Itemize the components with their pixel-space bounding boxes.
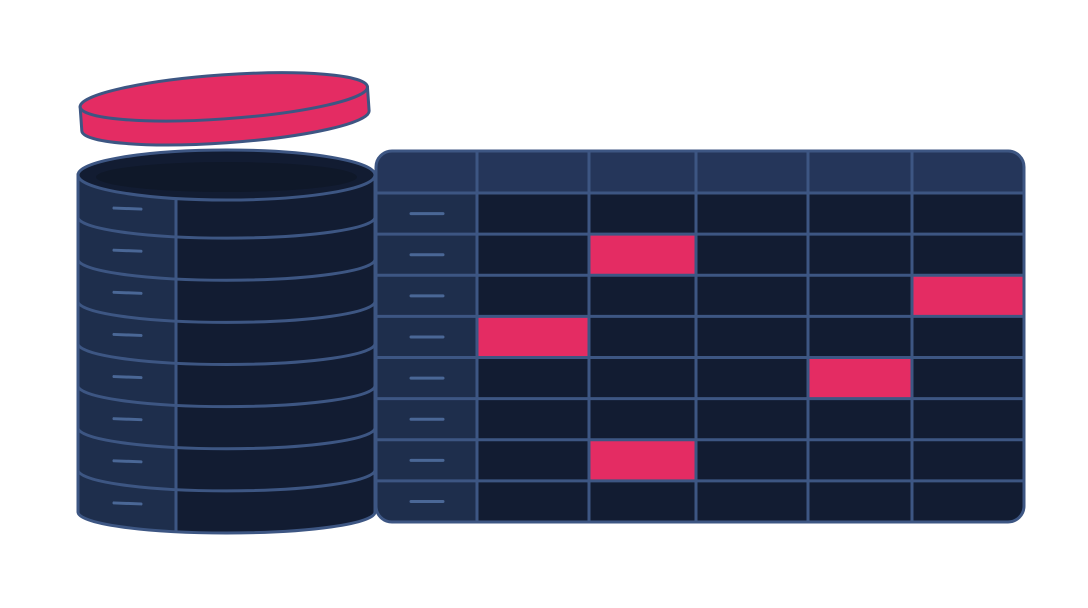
database-segment-dash-icon: [112, 290, 143, 295]
highlighted-cell: [589, 439, 696, 481]
table-body: [376, 151, 1024, 522]
database-side-band: [78, 175, 176, 533]
database-outline: [76, 173, 377, 535]
table-border: [374, 149, 1026, 524]
database-segment-divider: [78, 258, 375, 282]
lid-top: [78, 71, 369, 123]
highlighted-cell: [808, 357, 912, 399]
database-top-shadow: [96, 162, 357, 192]
database-segment-dash-icon: [112, 248, 143, 253]
table-header-row: [376, 151, 1024, 193]
database-segment-divider: [78, 427, 375, 451]
database-segment-divider: [78, 301, 375, 324]
database-segment-divider: [78, 343, 375, 366]
database-segment-dash-icon: [112, 375, 143, 380]
highlighted-cell: [477, 316, 589, 358]
database-segment-divider: [78, 469, 375, 493]
database-cylinder-icon: [76, 148, 377, 535]
database-segment-divider: [78, 385, 375, 409]
database-segment-dash-icon: [112, 501, 143, 506]
database-lid-icon: [78, 71, 371, 147]
database-segment-divider: [78, 216, 375, 240]
database-segment-dash-icon: [112, 459, 143, 464]
database-segment-dash-icon: [112, 417, 143, 422]
database-segment-dash-icon: [112, 332, 143, 337]
highlighted-cell: [912, 275, 1024, 317]
database-segments: [78, 175, 375, 533]
highlighted-cell: [589, 234, 696, 276]
database-segment-dash-icon: [112, 206, 143, 211]
data-table-grid: [374, 149, 1026, 524]
